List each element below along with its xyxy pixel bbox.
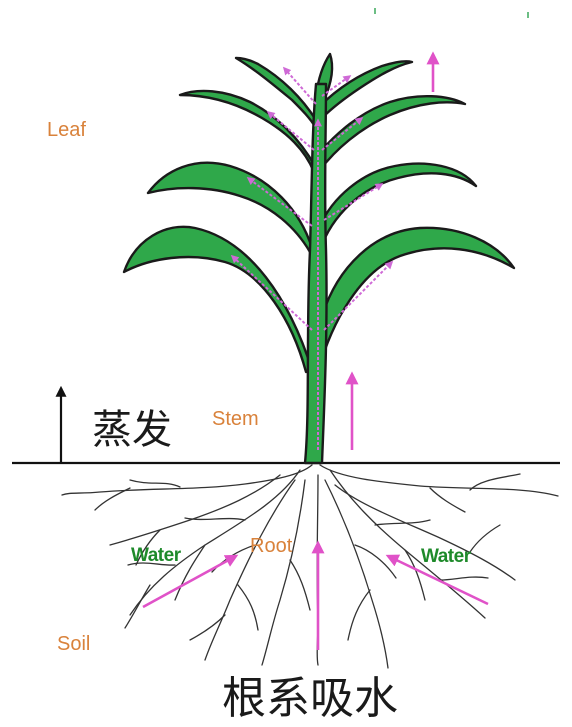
label-root-absorption: 根系吸水 [222, 677, 398, 721]
label-water-right: Water [421, 547, 471, 566]
label-stem: Stem [212, 409, 259, 429]
leaf-lower-right [318, 228, 514, 372]
stem [305, 84, 327, 463]
root-system [62, 465, 558, 668]
label-root: Root [250, 536, 292, 556]
label-water-left: Water [131, 546, 181, 565]
label-evaporation: 蒸发 [92, 410, 172, 450]
label-soil: Soil [57, 634, 90, 654]
label-leaf: Leaf [47, 120, 86, 140]
leaf-lower-left [124, 227, 312, 372]
